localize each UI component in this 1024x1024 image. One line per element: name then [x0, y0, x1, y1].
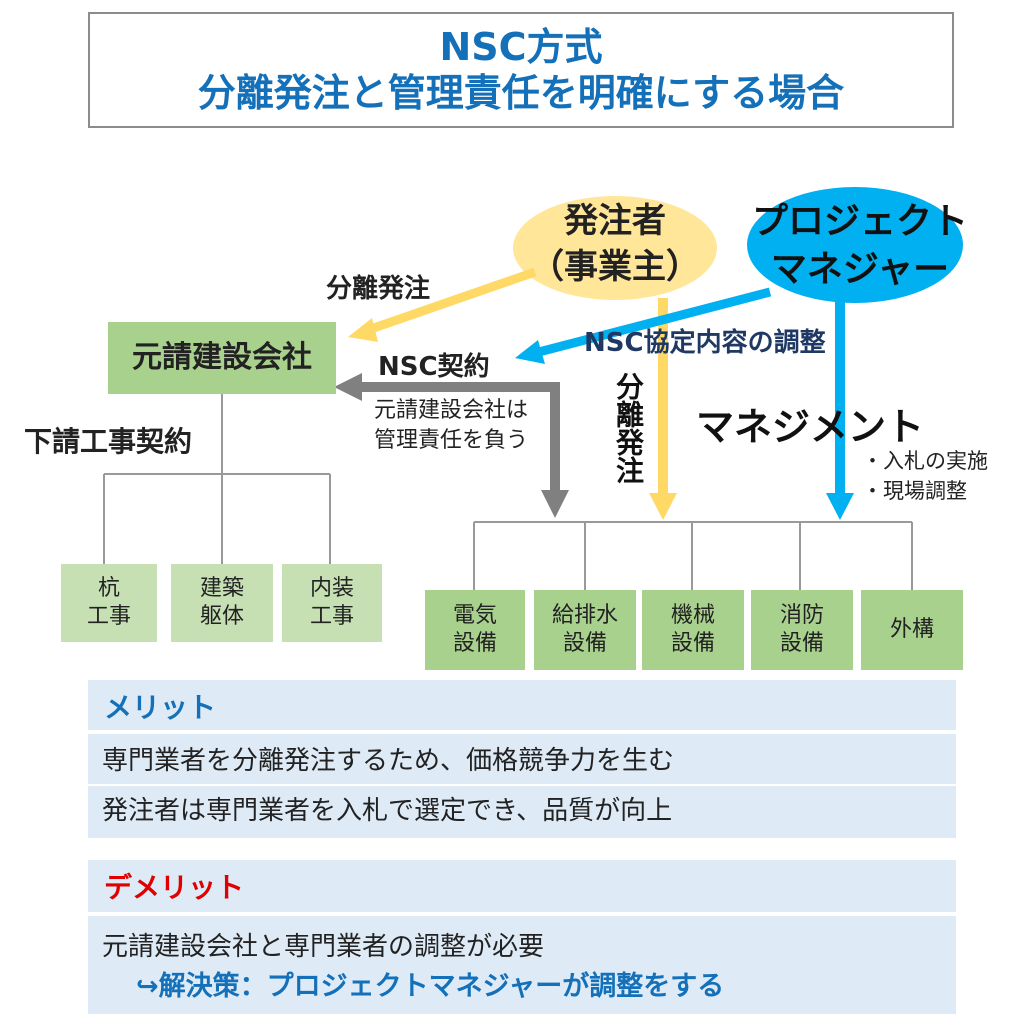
arrow-gc-specialists — [362, 382, 560, 492]
owner-ellipse — [513, 196, 717, 300]
specialist-box-exterior: 外構 — [861, 590, 963, 670]
owner-node: 発注者 （事業主） — [513, 198, 717, 290]
specialist-box-plumbing: 給排水 設備 — [534, 590, 636, 670]
demerit-heading: デメリット — [104, 871, 245, 904]
management-item-2: ・現場調整 — [862, 479, 967, 503]
gc-responsibility-note: 元請建設会社は 管理責任を負う — [374, 396, 528, 456]
subcontractor-interior-line-1: 内装 — [309, 576, 354, 601]
subcontractor-box-pile: 杭 工事 — [61, 564, 157, 642]
arrow-gc-head — [334, 373, 362, 401]
pm-ellipse — [747, 187, 963, 303]
specialist-box-electrical: 電気 設備 — [425, 590, 525, 670]
owner-line-1: 発注者 — [564, 201, 666, 241]
management-label: マネジメント — [696, 405, 925, 449]
arrow-pm-to-specialists-head — [826, 493, 854, 520]
subcontractor-structure-line-2: 躯体 — [199, 604, 244, 629]
arrow-owner-to-gc — [366, 267, 537, 335]
demerit-solution: ↪解決策：プロジェクトマネジャーが調整をする — [136, 971, 725, 1002]
specialist-exterior-line-1: 外構 — [889, 617, 934, 642]
general-contractor-label: 元請建設会社 — [132, 340, 312, 375]
subcontract-tree — [103, 394, 331, 564]
arrow-pm-to-nsc — [533, 287, 772, 358]
management-items: ・入札の実施 ・現場調整 — [862, 446, 988, 506]
management-item-1: ・入札の実施 — [862, 449, 988, 473]
specialist-mechanical-line-2: 設備 — [670, 631, 715, 656]
subcontractor-box-structure: 建築 躯体 — [171, 564, 273, 642]
demerit-body: 元請建設会社と専門業者の調整が必要 ↪解決策：プロジェクトマネジャーが調整をする — [88, 916, 956, 1014]
subcontract-label: 下請工事契約 — [24, 425, 193, 458]
subcontractor-pile-line-2: 工事 — [86, 604, 131, 629]
separate-order-left-label: 分離発注 — [326, 274, 431, 304]
specialist-fire-line-2: 設備 — [779, 631, 824, 656]
merit-item-2: 発注者は専門業者を入札で選定でき、品質が向上 — [102, 796, 673, 826]
title-line-2: 分離発注と管理責任を明確にする場合 — [197, 71, 845, 115]
subcontractor-interior-line-2: 工事 — [309, 604, 354, 629]
merit-heading-row: メリット — [88, 680, 956, 730]
pm-node: プロジェクト マネジャー — [740, 198, 980, 294]
title-box: NSC方式 分離発注と管理責任を明確にする場合 — [88, 12, 954, 128]
nsc-adjust-label: NSC協定内容の調整 — [584, 328, 826, 358]
pm-line-1: プロジェクト — [751, 201, 968, 242]
specialist-electrical-line-2: 設備 — [452, 631, 497, 656]
subcontractor-structure-line-1: 建築 — [199, 576, 244, 601]
demerit-item: 元請建設会社と専門業者の調整が必要 — [102, 932, 545, 962]
specialists-tree — [473, 521, 913, 590]
specialist-plumbing-line-2: 設備 — [562, 631, 607, 656]
specialist-fire-line-1: 消防 — [779, 603, 824, 628]
arrow-pm-to-nsc-head — [515, 340, 545, 364]
specialist-mechanical-line-1: 機械 — [670, 603, 715, 628]
specialist-plumbing-line-1: 給排水 — [551, 603, 618, 628]
specialist-box-fire: 消防 設備 — [751, 590, 853, 670]
owner-line-2: （事業主） — [530, 247, 700, 287]
demerit-heading-row: デメリット — [88, 860, 956, 912]
specialist-electrical-line-1: 電気 — [452, 603, 497, 628]
merit-divider — [88, 784, 956, 786]
pm-line-2: マネジャー — [770, 249, 950, 290]
merit-item-1: 専門業者を分離発注するため、価格競争力を生む — [102, 746, 675, 776]
title-line-1: NSC方式 — [439, 25, 603, 69]
merit-body: 専門業者を分離発注するため、価格競争力を生む 発注者は専門業者を入札で選定でき、… — [88, 734, 956, 838]
gc-responsibility-line-2: 管理責任を負う — [374, 428, 529, 453]
arrow-owner-to-gc-head — [348, 318, 378, 342]
subcontractor-box-interior: 内装 工事 — [282, 564, 382, 642]
merit-heading: メリット — [104, 691, 217, 724]
separate-order-vertical-label: 分離発注 — [612, 372, 645, 484]
nsc-contract-label: NSC契約 — [378, 352, 490, 382]
gc-responsibility-line-1: 元請建設会社は — [374, 398, 529, 423]
arrow-owner-to-specialists-head — [649, 493, 677, 520]
arrow-specialists-head — [541, 490, 569, 518]
general-contractor-box: 元請建設会社 — [108, 322, 336, 394]
specialist-box-mechanical: 機械 設備 — [642, 590, 744, 670]
subcontractor-pile-line-1: 杭 — [97, 576, 120, 601]
